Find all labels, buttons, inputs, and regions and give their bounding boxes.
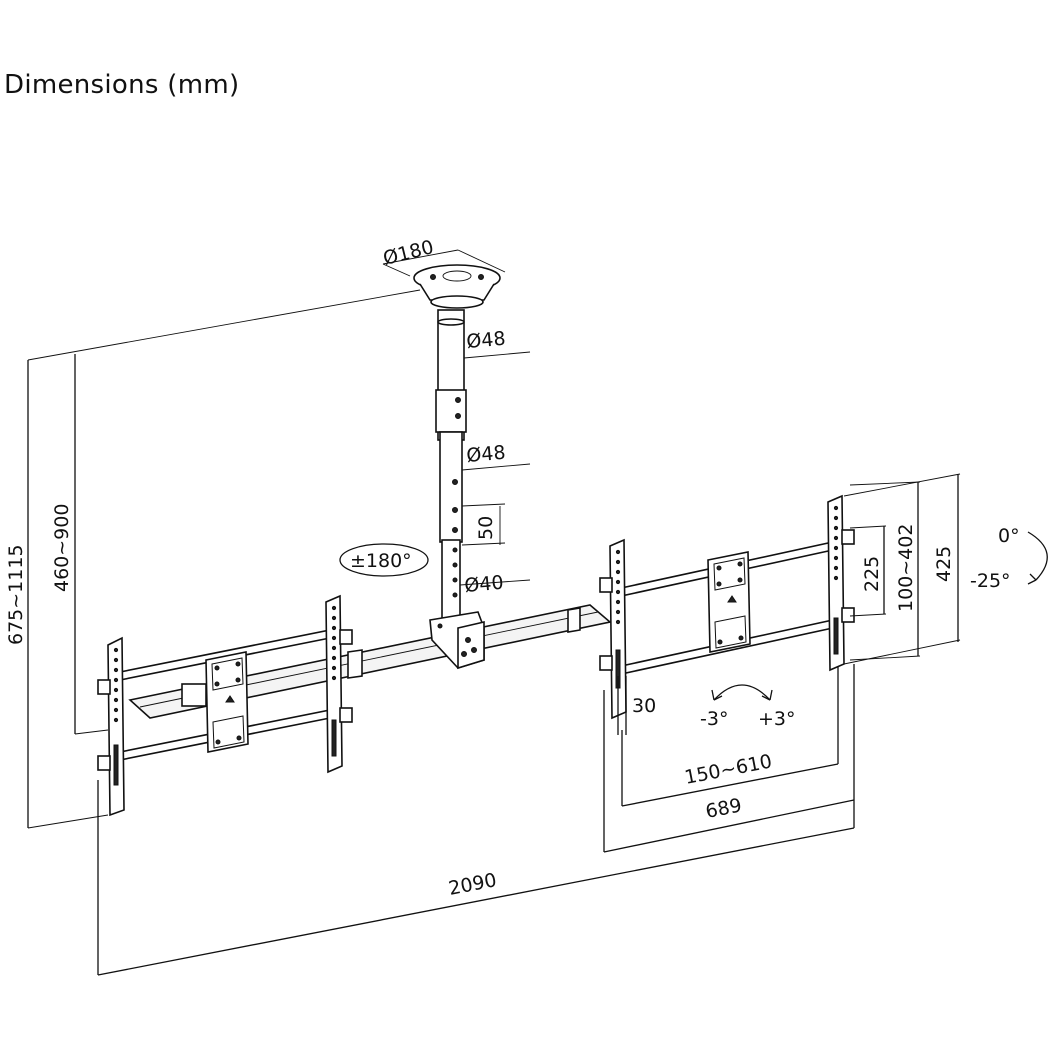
pole-middle-diameter-label: Ø48 (466, 442, 507, 467)
roll-left-label: -3° (700, 708, 728, 730)
pole-upper-diameter-label: Ø48 (466, 328, 507, 353)
telescopic-pole (435, 309, 467, 631)
arm-span-label: 689 (704, 794, 744, 823)
main-crossbar (128, 604, 612, 719)
vesa-horizontal-label: 150~610 (683, 750, 774, 788)
dimension-lines (27, 249, 1048, 976)
tilt-up-label: 0° (998, 525, 1020, 547)
bracket-height-label: 425 (933, 546, 955, 582)
roll-right-label: +3° (758, 708, 796, 730)
total-width-label: 2090 (447, 869, 499, 900)
pole-lower-diameter-label: Ø40 (464, 572, 505, 597)
plate-diameter-label: Ø180 (381, 236, 436, 270)
left-bracket-holes (113, 605, 337, 786)
vertical-hole-pitch-label: 225 (861, 556, 883, 592)
drop-inner-label: 460~900 (51, 504, 73, 592)
swivel-label: ±180° (350, 550, 412, 572)
pole-hole-pitch-label: 50 (475, 516, 497, 540)
bracket-width-label: 30 (632, 695, 656, 717)
ceiling-plate (413, 264, 501, 309)
left-display-mount (97, 594, 353, 817)
drop-outer-label: 675~1115 (5, 544, 27, 645)
vesa-vertical-label: 100~402 (895, 524, 917, 612)
tilt-down-label: -25° (970, 570, 1011, 592)
right-display-mount (599, 494, 855, 720)
page-title: Dimensions (mm) (4, 70, 240, 100)
